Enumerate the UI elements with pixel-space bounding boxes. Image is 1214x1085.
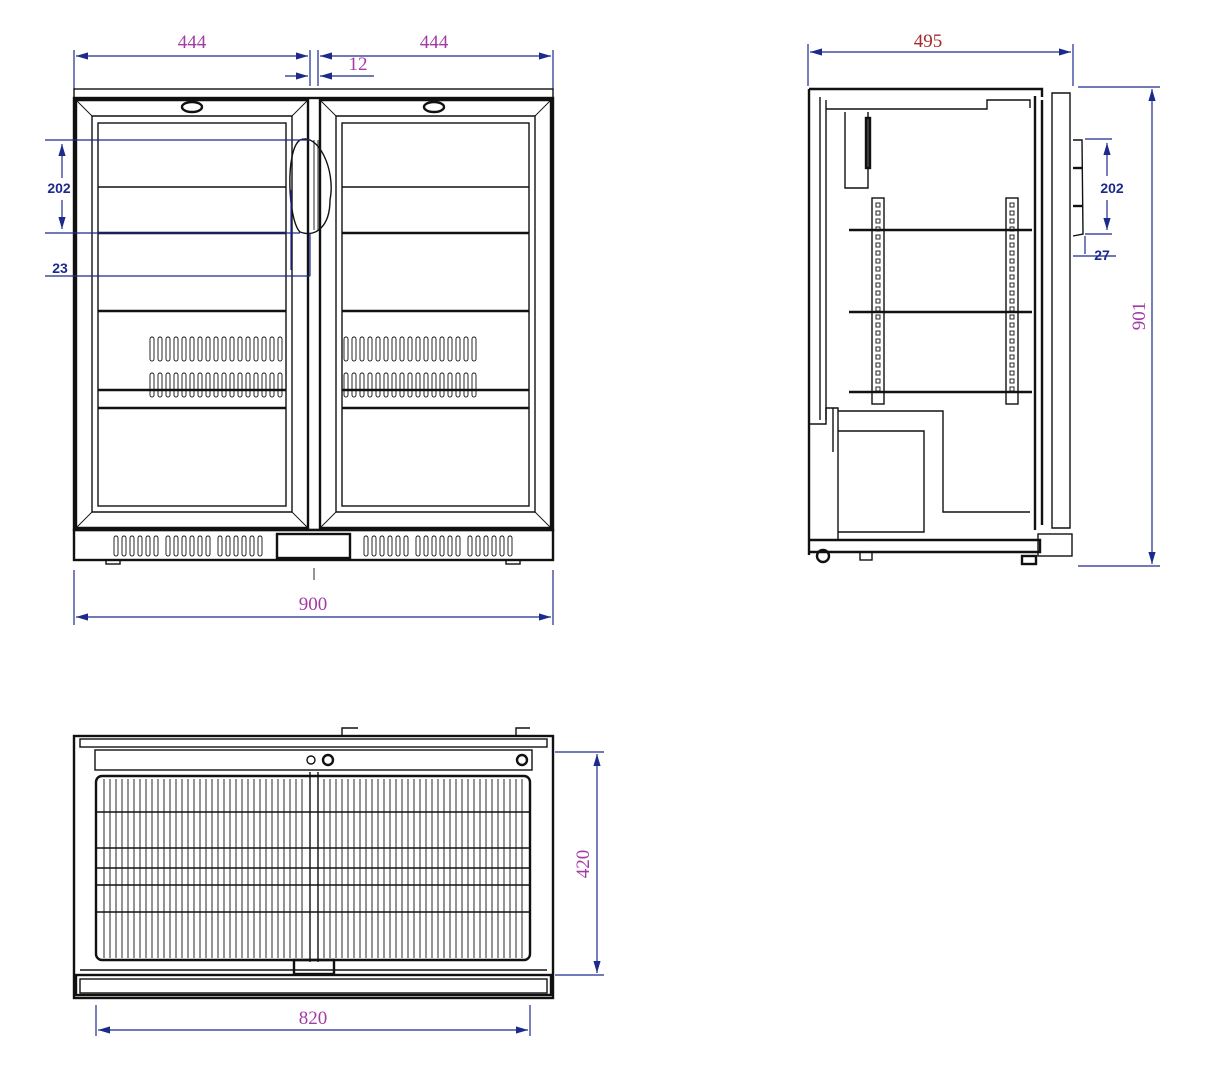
dim-handle-projection: 27	[1094, 247, 1110, 263]
dim-overall-width: 900	[299, 594, 328, 615]
top-view: 420 820	[72, 727, 604, 1036]
side-view: 495 901 202 27	[807, 31, 1160, 567]
bottom-grille	[113, 535, 513, 557]
dim-interior-width: 820	[299, 1008, 328, 1029]
dim-door-width-right: 444	[420, 32, 449, 53]
wire-shelf	[97, 779, 529, 958]
dim-interior-depth: 420	[573, 850, 594, 879]
dim-door-gap: 12	[349, 54, 368, 75]
dim-handle-offset: 23	[52, 260, 68, 276]
dim-side-handle-length: 202	[1100, 180, 1124, 196]
interior-vents	[149, 336, 477, 398]
front-view: 444 444 12 900 202 23	[45, 32, 555, 625]
dim-door-width-left: 444	[178, 32, 207, 53]
dim-overall-depth: 495	[914, 31, 943, 52]
dim-handle-length: 202	[47, 180, 71, 196]
dim-overall-height: 901	[1129, 302, 1150, 331]
